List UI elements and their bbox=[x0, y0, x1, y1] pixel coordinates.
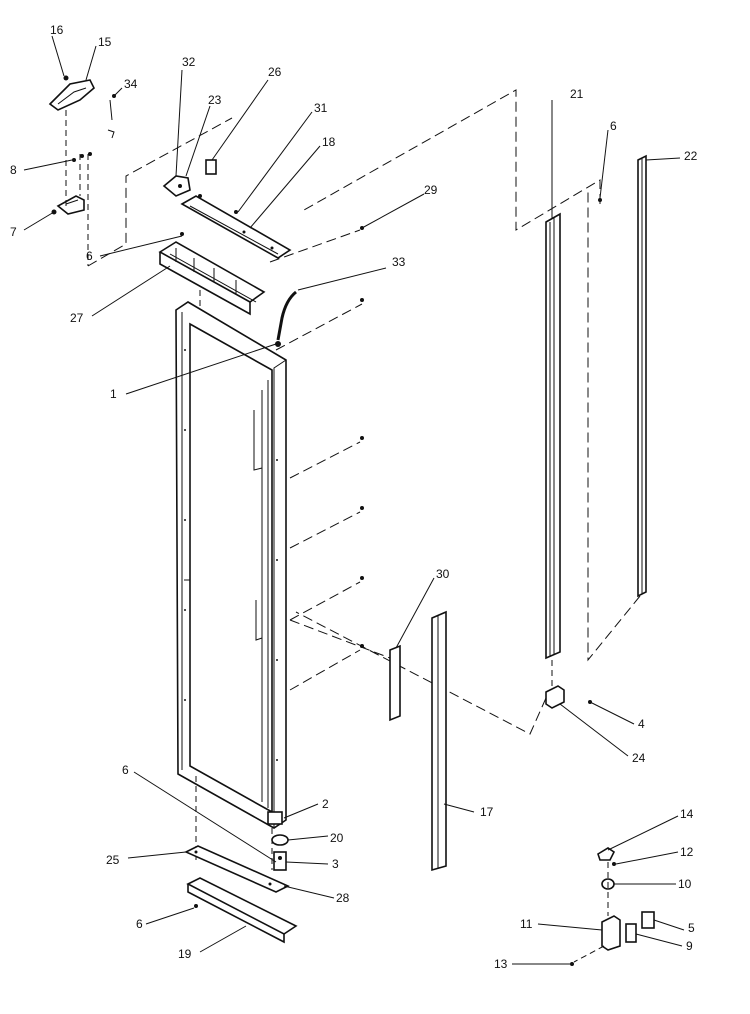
callout-29: 29 bbox=[424, 183, 438, 197]
callout-2: 2 bbox=[322, 797, 329, 811]
callout-13: 13 bbox=[494, 957, 508, 971]
top-trim-channel bbox=[158, 241, 266, 316]
callout-1: 1 bbox=[110, 387, 117, 401]
callout-6-mid: 6 bbox=[122, 763, 129, 777]
callout-17: 17 bbox=[480, 805, 494, 819]
seal-strip-30 bbox=[389, 644, 401, 722]
hinge-screws bbox=[72, 94, 116, 162]
clip-26 bbox=[205, 159, 217, 175]
callout-15: 15 bbox=[98, 35, 112, 49]
bottom-hinge-stack bbox=[267, 811, 289, 871]
callout-24: 24 bbox=[632, 751, 646, 765]
bottom-hinge-block-24 bbox=[545, 685, 565, 709]
callout-28: 28 bbox=[336, 891, 350, 905]
callout-34: 34 bbox=[124, 77, 138, 91]
top-hinge-pin-plate bbox=[162, 175, 191, 197]
callout-26: 26 bbox=[268, 65, 282, 79]
callout-8: 8 bbox=[10, 163, 17, 177]
callout-6-bottom: 6 bbox=[136, 917, 143, 931]
callout-18: 18 bbox=[322, 135, 336, 149]
lower-hinge-parts bbox=[570, 847, 655, 966]
top-cap-plate bbox=[180, 195, 292, 259]
door-screws bbox=[360, 226, 364, 648]
leader-lines bbox=[23, 35, 685, 965]
callout-33: 33 bbox=[392, 255, 406, 269]
callout-20: 20 bbox=[330, 831, 344, 845]
callout-7: 7 bbox=[10, 225, 17, 239]
callout-4: 4 bbox=[638, 717, 645, 731]
callout-5: 5 bbox=[688, 921, 695, 935]
callout-10: 10 bbox=[678, 877, 692, 891]
hinge-bracket bbox=[51, 195, 85, 215]
trim-strip-22 bbox=[637, 154, 647, 598]
callout-9: 9 bbox=[686, 939, 693, 953]
door-frame bbox=[175, 301, 287, 829]
bottom-trim-19 bbox=[186, 877, 298, 944]
edge-strip-17 bbox=[431, 610, 447, 872]
callout-23: 23 bbox=[208, 93, 222, 107]
callout-27: 27 bbox=[70, 311, 84, 325]
callout-16: 16 bbox=[50, 23, 64, 37]
callout-30: 30 bbox=[436, 567, 450, 581]
wire-harness bbox=[275, 290, 297, 347]
callout-32: 32 bbox=[182, 55, 196, 69]
callout-12: 12 bbox=[680, 845, 694, 859]
top-hinge-cover bbox=[48, 75, 95, 111]
callout-6-top: 6 bbox=[86, 249, 93, 263]
bottom-cap-plate-25 bbox=[184, 845, 290, 893]
callout-25: 25 bbox=[106, 853, 120, 867]
callout-19: 19 bbox=[178, 947, 192, 961]
callout-31: 31 bbox=[314, 101, 328, 115]
callout-6-right: 6 bbox=[610, 119, 617, 133]
gasket-strip-21 bbox=[545, 212, 561, 660]
callout-22: 22 bbox=[684, 149, 698, 163]
callout-3: 3 bbox=[332, 857, 339, 871]
callout-11: 11 bbox=[520, 917, 533, 931]
callout-21: 21 bbox=[570, 87, 584, 101]
callout-labels: 16 15 34 32 26 23 31 18 8 7 6 29 33 27 1… bbox=[10, 23, 698, 971]
callout-14: 14 bbox=[680, 807, 694, 821]
